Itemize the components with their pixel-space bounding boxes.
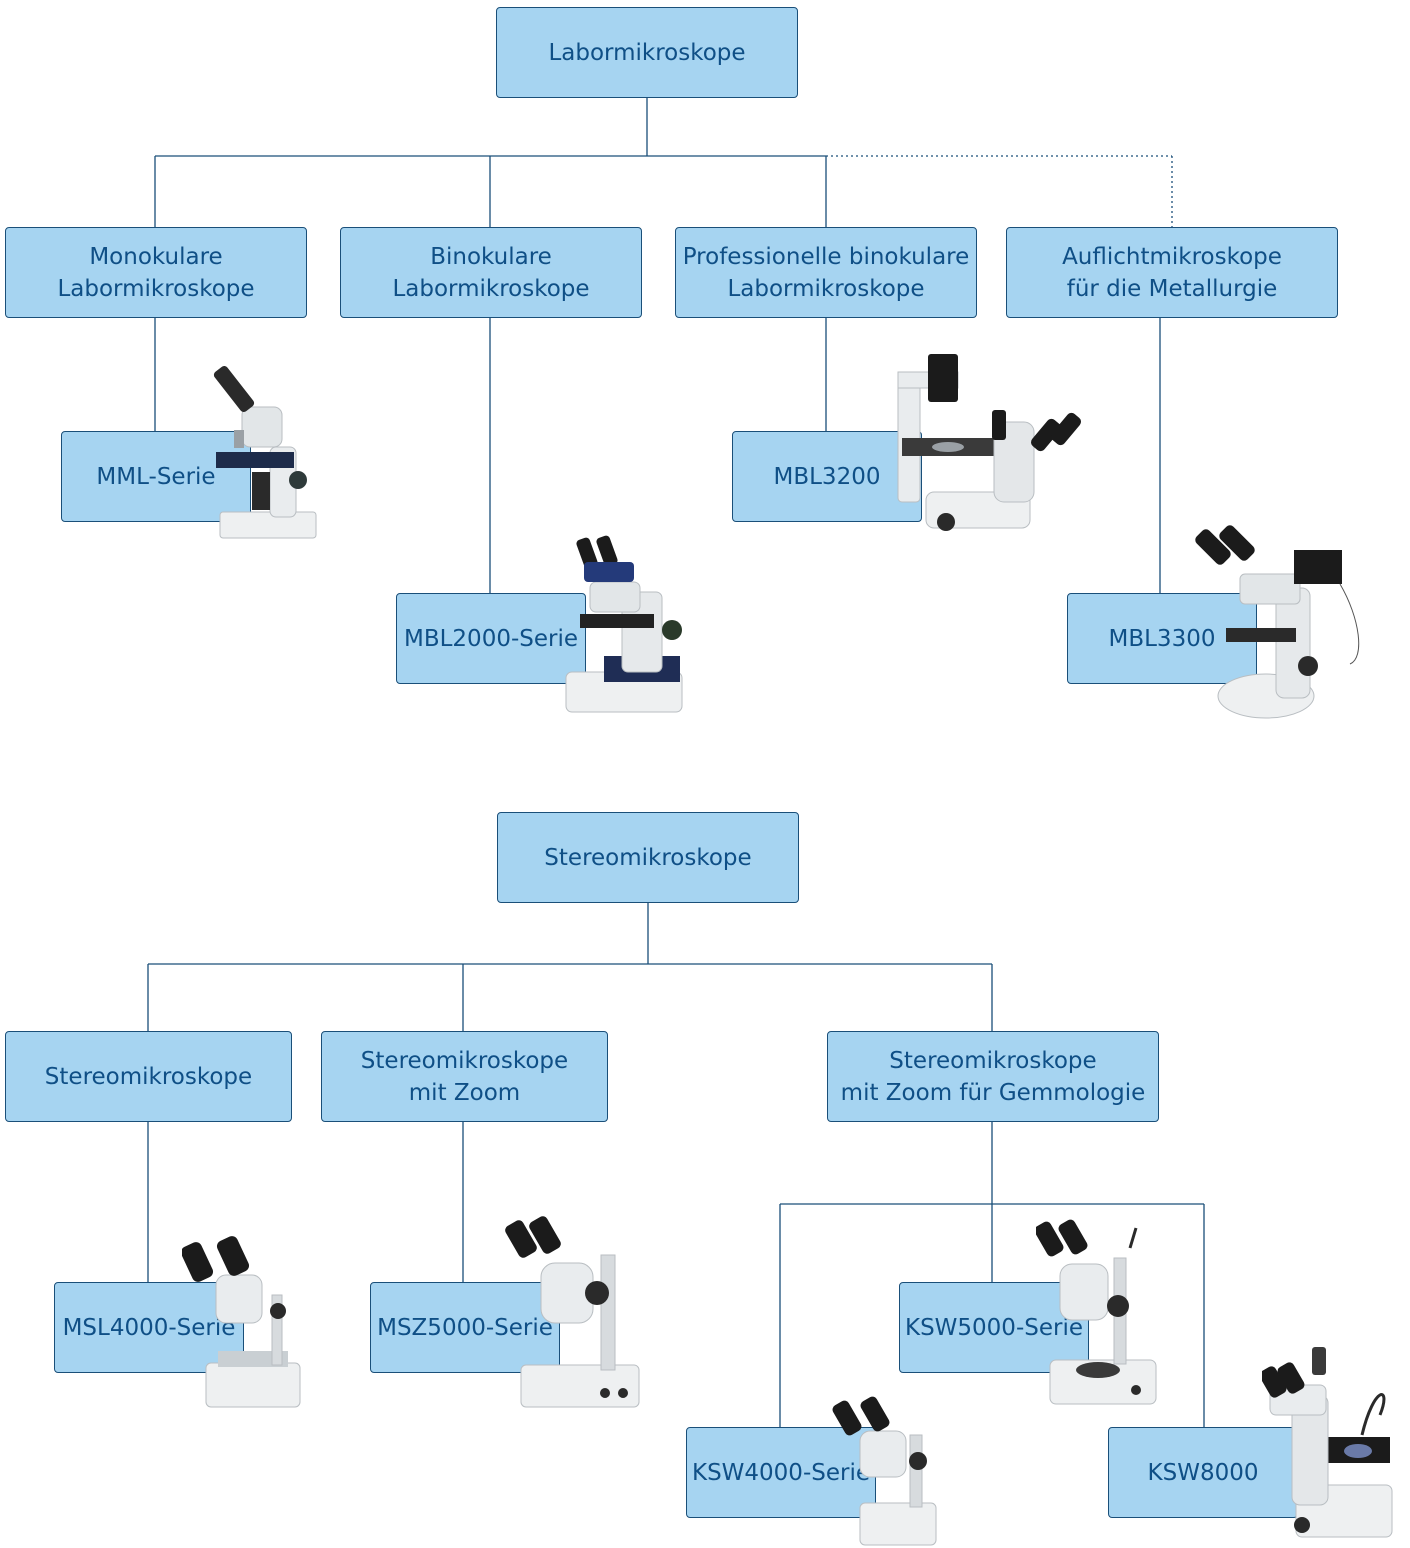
root-stereomikroskope[interactable]: Stereomikroskope [497,812,799,903]
product-label: MBL2000-Serie [403,625,579,652]
category-label-line1: Monokulare [89,243,223,270]
category-label-line2: Labormikroskope [57,275,255,302]
category-label-line2: Labormikroskope [392,275,590,302]
category-label-line1: Auflichtmikroskope [1062,243,1282,270]
binocular-microscope-icon [565,535,683,713]
product-ksw5000-serie[interactable]: KSW5000-Serie [899,1282,1089,1373]
gem-microscope-icon [1262,1347,1393,1538]
zoom-stereo-microscope-icon [505,1216,640,1408]
product-label: KSW4000-Serie [691,1459,870,1486]
product-label: MSZ5000-Serie [377,1314,553,1341]
product-mbl3200[interactable]: MBL3200 [732,431,922,522]
gem-microscope-icon [832,1396,937,1546]
category-stereomikroskope[interactable]: Stereomikroskope [5,1031,292,1122]
product-label: KSW5000-Serie [904,1314,1083,1341]
category-monokulare[interactable]: Monokulare Labormikroskope [5,227,307,318]
inverted-microscope-icon [897,354,1082,531]
category-label-line1: Stereomikroskope [360,1047,569,1074]
category-professionelle[interactable]: Professionelle binokulare Labormikroskop… [675,227,977,318]
product-label: MSL4000-Serie [62,1314,236,1341]
category-stereo-zoom[interactable]: Stereomikroskope mit Zoom [321,1031,608,1122]
product-ksw4000-serie[interactable]: KSW4000-Serie [686,1427,876,1518]
product-msl4000-serie[interactable]: MSL4000-Serie [54,1282,244,1373]
category-label-line2: für die Metallurgie [1066,275,1278,302]
gem-microscope-icon [1036,1219,1157,1405]
category-label-line1: Stereomikroskope [889,1047,1097,1074]
category-label-line1: Professionelle binokulare [682,243,970,270]
root-label: Labormikroskope [548,39,746,66]
product-ksw8000[interactable]: KSW8000 [1108,1427,1298,1518]
category-auflicht[interactable]: Auflichtmikroskope für die Metallurgie [1006,227,1338,318]
category-label-line1: Binokulare [430,243,552,270]
product-label: MBL3300 [1108,625,1216,652]
product-mbl3300[interactable]: MBL3300 [1067,593,1257,684]
category-label-line2: mit Zoom [408,1079,521,1106]
category-binokulare[interactable]: Binokulare Labormikroskope [340,227,642,318]
stereo-microscope-icon [182,1236,301,1408]
product-mbl2000-serie[interactable]: MBL2000-Serie [396,593,586,684]
root-labormikroskope[interactable]: Labormikroskope [496,7,798,98]
product-label: MML-Serie [96,463,216,490]
product-label: KSW8000 [1147,1459,1259,1486]
product-mml-serie[interactable]: MML-Serie [61,431,251,522]
product-label: MBL3200 [773,463,881,490]
category-label-line2: mit Zoom für Gemmologie [840,1079,1146,1106]
root-label: Stereomikroskope [544,844,752,871]
category-label-line2: Labormikroskope [727,275,925,302]
product-msz5000-serie[interactable]: MSZ5000-Serie [370,1282,560,1373]
monocular-microscope-icon [213,365,317,539]
category-stereo-zoom-gemmologie[interactable]: Stereomikroskope mit Zoom für Gemmologie [827,1031,1159,1122]
category-label-line1: Stereomikroskope [44,1063,253,1090]
metallurgical-microscope-icon [1195,525,1360,719]
